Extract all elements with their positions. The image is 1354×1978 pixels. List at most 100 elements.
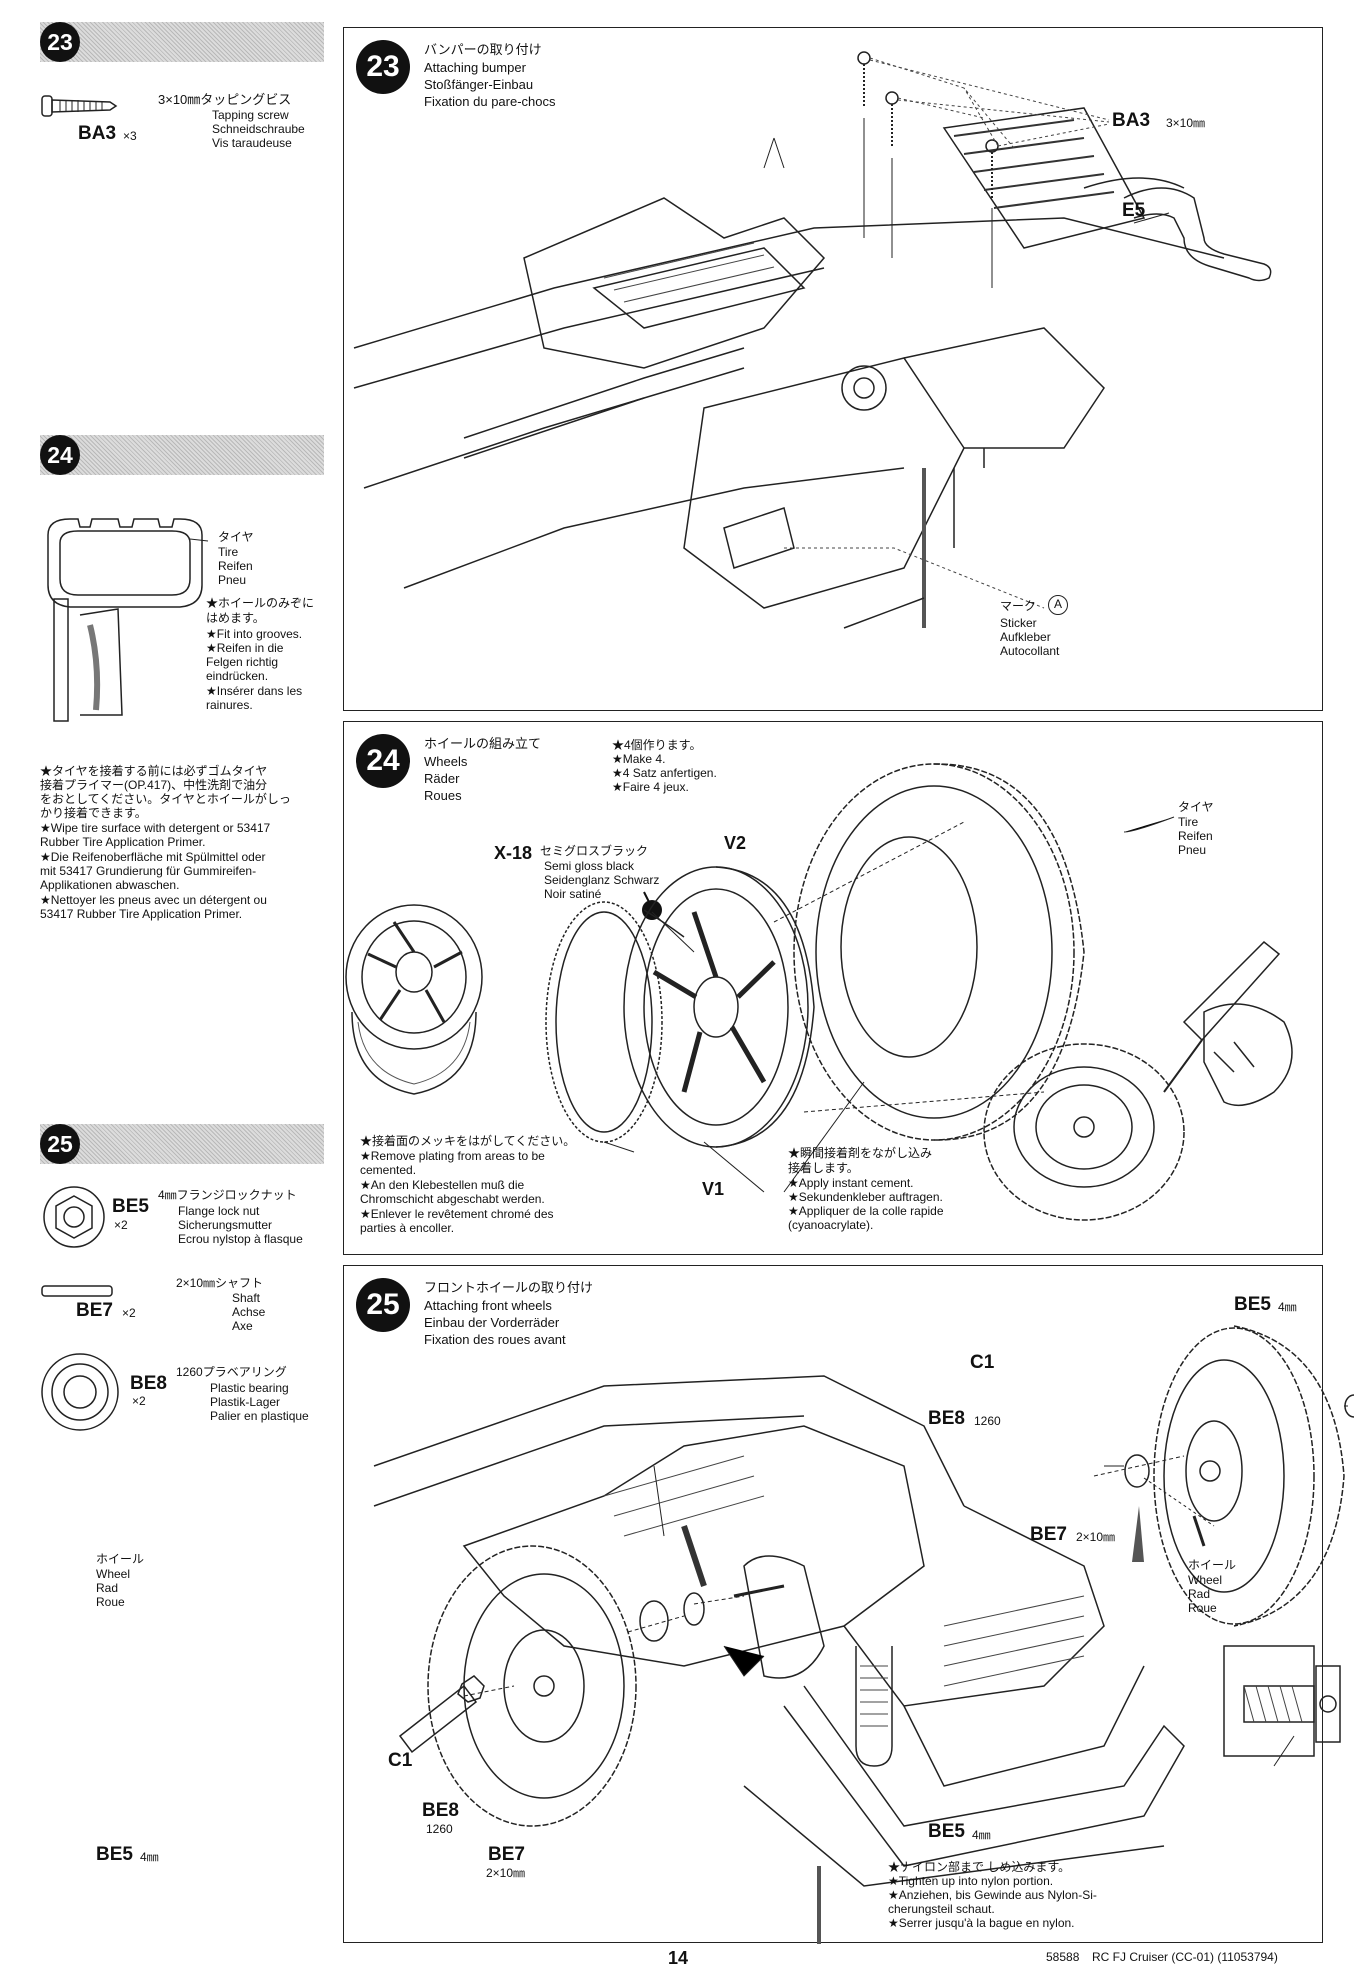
p24-plating-7: parties à encoller.: [360, 1221, 455, 1235]
bearing-icon: [1124, 1454, 1150, 1488]
p24-plating-3: cemented.: [360, 1163, 417, 1177]
p24-cement-2: 接着します。: [788, 1161, 859, 1175]
p24-cement-1: ★瞬間接着剤をながし込み: [788, 1146, 933, 1160]
fit-note-8: rainures.: [206, 698, 253, 712]
be5-spec: 4㎜フランジロックナット: [158, 1188, 297, 1202]
p25-be8-left: BE8: [422, 1800, 459, 1821]
p23-mark-id: A: [1048, 595, 1068, 615]
tire-de: Reifen: [218, 559, 253, 573]
p25-wheel-left-jp: ホイール: [96, 1552, 145, 1566]
p25-tighten-1: ★ナイロン部まで しめ込みます。: [888, 1860, 1071, 1874]
step-25-panel: 25 フロントホイールの取り付け Attaching front wheels …: [343, 1265, 1354, 1944]
fit-note-1: ★ホイールのみぞに: [206, 596, 315, 610]
wipe-note-6: Rubber Tire Application Primer.: [40, 835, 206, 849]
p25-be8-left-1260: 1260: [426, 1822, 453, 1836]
p25-be5-inset-mm: 4㎜: [972, 1828, 991, 1842]
glue-tube-icon: [1163, 940, 1281, 1093]
p25-tighten-5: ★Serrer jusqu'à la bague en nylon.: [888, 1916, 1075, 1930]
be8-en: Plastic bearing: [210, 1381, 289, 1395]
p25-wheel-right-fr: Roue: [1188, 1601, 1217, 1615]
p24-make-fr: ★Faire 4 jeux.: [612, 780, 689, 794]
ba3-code: BA3: [78, 123, 117, 144]
wipe-note-3: をおとしてください。タイヤとホイールがしっ: [40, 792, 291, 806]
fit-note-7: ★Insérer dans les: [206, 684, 303, 698]
step-24-header-bar: [40, 435, 324, 475]
p23-ba3: BA3: [1112, 110, 1151, 131]
tapping-screw-icon: [41, 95, 118, 117]
wipe-note-11: 53417 Rubber Tire Application Primer.: [40, 907, 243, 921]
step-24-panel: 24 ホイールの組み立て Wheels Räder Roues ★4個作ります。…: [343, 721, 1323, 1255]
p24-tire-jp: タイヤ: [1178, 800, 1214, 814]
p25-be7-right: BE7: [1030, 1524, 1067, 1545]
be8-spec: 1260プラベアリング: [176, 1365, 287, 1379]
step-23-panel: 23 バンパーの取り付け Attaching bumper Stoßfänger…: [343, 27, 1323, 711]
p24-tire-fr: Pneu: [1178, 843, 1207, 857]
p24-x18-de: Seidenglanz Schwarz: [544, 873, 660, 887]
p24-plating-4: ★An den Klebestellen muß die: [360, 1178, 525, 1192]
p25-be5-left-mm: 4㎜: [140, 1850, 159, 1864]
be7-de: Achse: [232, 1305, 266, 1319]
shaft-icon: [41, 1285, 113, 1297]
p24-x18-en: Semi gloss black: [544, 859, 635, 873]
footer-title: RC FJ Cruiser (CC-01) (11053794): [1092, 1950, 1278, 1964]
plastic-bearing-icon: [41, 1353, 119, 1431]
be5-en: Flange lock nut: [178, 1204, 260, 1218]
be8-code: BE8: [130, 1373, 167, 1394]
p24-cement-5: ★Appliquer de la colle rapide: [788, 1204, 944, 1218]
wheel-assembly-drawing: [345, 763, 1293, 1221]
p24-x18: X-18: [494, 843, 533, 863]
p25-c1-left: C1: [388, 1750, 413, 1771]
p25-wheel-left-fr: Roue: [96, 1595, 125, 1609]
step-25-panel-badge: 25: [356, 1278, 410, 1332]
p25-be5-right-mm: 4㎜: [1278, 1300, 1297, 1314]
p24-cement-3: ★Apply instant cement.: [788, 1176, 914, 1190]
be7-en: Shaft: [232, 1291, 261, 1305]
wipe-note-4: かり接着できます。: [40, 806, 147, 820]
wipe-note-10: ★Nettoyer les pneus avec un détergent ou: [40, 893, 267, 907]
p24-make-de: ★4 Satz anfertigen.: [612, 766, 717, 780]
be5-nut-icon: [457, 1675, 485, 1703]
p24-title-fr: Roues: [424, 788, 462, 803]
tire-fr: Pneu: [218, 573, 247, 587]
wipe-note-7: ★Die Reifenoberfläche mit Spülmittel ode…: [40, 850, 266, 864]
p24-v2: V2: [724, 833, 747, 853]
p23-sticker-en: Sticker: [1000, 616, 1037, 630]
ba3-de: Schneidschraube: [212, 122, 305, 136]
p25-wheel-right-de: Rad: [1188, 1587, 1211, 1601]
p25-be5-inset: BE5: [928, 1821, 965, 1842]
step-24-badge: 24: [40, 435, 80, 475]
p25-wheel-left-de: Rad: [96, 1581, 119, 1595]
p24-plating-2: ★Remove plating from areas to be: [360, 1149, 545, 1163]
p23-sticker-de: Aufkleber: [1000, 630, 1051, 644]
front-wheel-chassis-drawing: [373, 1325, 1354, 1944]
be5-qty: ×2: [114, 1218, 128, 1232]
fit-note-5: Felgen richtig: [206, 655, 279, 669]
p25-tighten-4: cherungsteil schaut.: [888, 1902, 995, 1916]
be7-spec: 2×10㎜シャフト: [176, 1276, 264, 1290]
tire-jp: タイヤ: [218, 530, 254, 544]
p24-plating-6: ★Enlever le revêtement chromé des: [360, 1207, 554, 1221]
p25-wheel-right-en: Wheel: [1188, 1573, 1223, 1587]
step-23-panel-badge: 23: [356, 40, 410, 94]
be5-code: BE5: [112, 1196, 149, 1217]
p25-be8-right-1260: 1260: [974, 1414, 1001, 1428]
step-23-badge: 23: [40, 22, 80, 62]
p25-tighten-3: ★Anziehen, bis Gewinde aus Nylon-Si-: [888, 1888, 1097, 1902]
p24-v1: V1: [702, 1179, 725, 1199]
p25-tighten-2: ★Tighten up into nylon portion.: [888, 1874, 1054, 1888]
p24-title-jp: ホイールの組み立て: [424, 736, 542, 751]
step-24-panel-badge: 24: [356, 734, 410, 788]
fit-note-4: ★Reifen in die: [206, 641, 284, 655]
p24-title-de: Räder: [424, 771, 460, 786]
footer-code: 58588: [1046, 1950, 1080, 1964]
p23-title-jp: バンパーの取り付け: [424, 42, 542, 57]
be8-de: Plastik-Lager: [210, 1395, 281, 1409]
p23-mark: マーク: [1000, 599, 1037, 613]
be7-qty: ×2: [122, 1306, 136, 1320]
fit-note-2: はめます。: [206, 611, 265, 625]
p24-make-jp: ★4個作ります。: [612, 738, 702, 752]
step-25-header-bar: [40, 1124, 324, 1164]
bumper-chassis-drawing: [353, 51, 1272, 629]
p25-wheel-right-jp: ホイール: [1188, 1558, 1237, 1572]
p24-plating-1: ★接着面のメッキをはがしてください。: [360, 1134, 576, 1148]
